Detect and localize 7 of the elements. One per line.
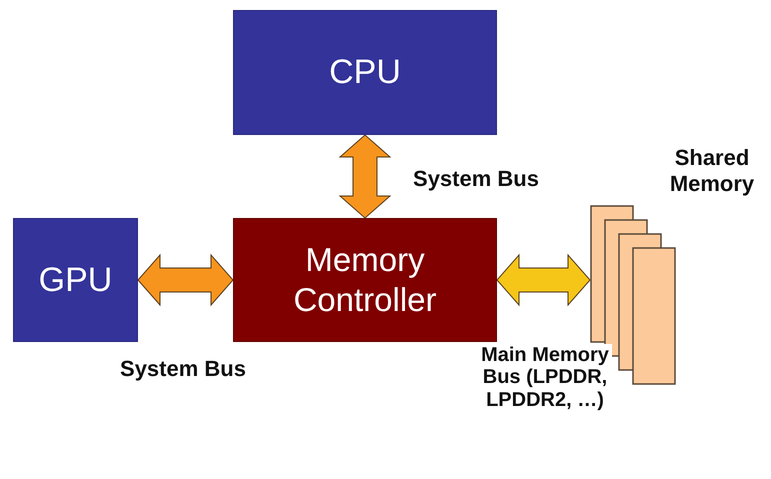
double-arrow xyxy=(338,134,392,219)
double-arrow xyxy=(496,254,591,306)
component-block: Memory Controller xyxy=(233,218,497,342)
memory-label: Shared Memory xyxy=(668,145,756,198)
double-arrow xyxy=(137,254,234,306)
component-block: CPU xyxy=(233,10,497,135)
component-block: GPU xyxy=(13,218,138,342)
